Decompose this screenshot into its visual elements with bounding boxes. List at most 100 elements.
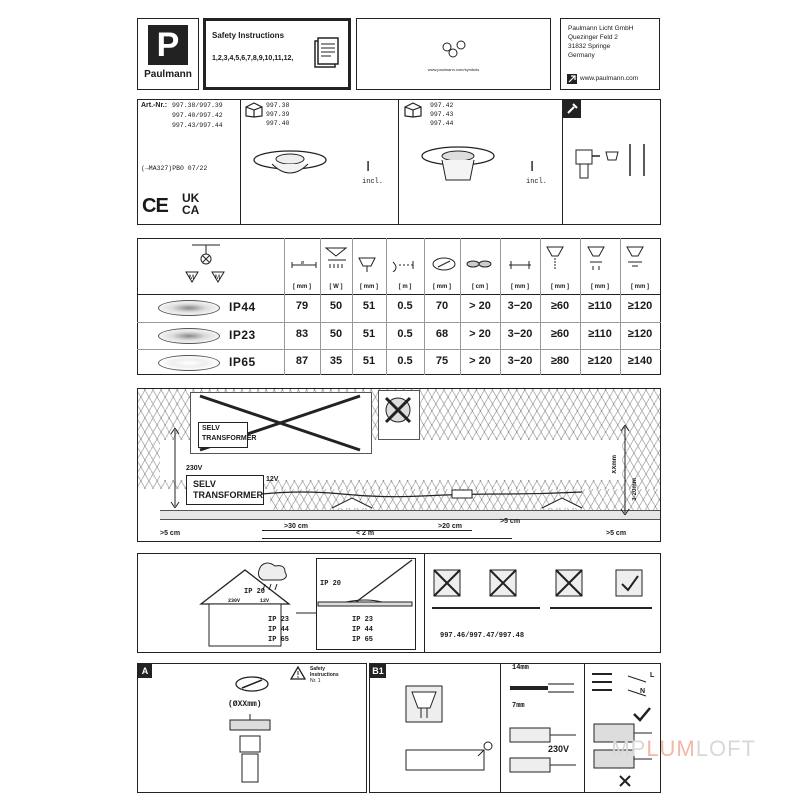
company-web: www.paulmann.com (580, 75, 639, 82)
watermark: MPLUMLOFT (611, 736, 756, 761)
unit-header: [ mm ] (591, 284, 609, 290)
table-cell: > 20 (469, 300, 491, 312)
unit-header: [ mm ] (293, 284, 311, 290)
table-cell: 50 (329, 300, 343, 312)
cutout-icon (432, 257, 456, 271)
table-cell: 68 (435, 328, 449, 340)
strip-wire-icon (510, 683, 574, 693)
terminal-block-icon (593, 723, 652, 787)
unit-header: [ mm ] (511, 284, 529, 290)
zone-ip20-detail: IP 20 (320, 580, 342, 588)
safety-languages: 1,2,3,4,5,6,7,8,9,10,11,12, (212, 55, 294, 62)
ip-rating-label: IP65 (229, 355, 256, 369)
document-icon (314, 37, 339, 68)
table-cell: 0.5 (397, 300, 413, 312)
table-cell: 51 (362, 355, 376, 367)
dist-2m: < 2 m (356, 530, 375, 537)
ip44-lamp-image (158, 300, 220, 316)
art-number-3: 997.43/997.44 (172, 122, 223, 129)
table-cell: ≥60 (550, 300, 570, 312)
table-cell: 0.5 (397, 355, 413, 367)
ip65-lamp-image (158, 355, 220, 371)
qty-a: I (366, 158, 371, 175)
safety-box: Safety Instructions 1,2,3,4,5,6,7,8,9,10… (203, 18, 351, 90)
downlight-tilt-icon (421, 146, 495, 181)
table-cell: ≥140 (627, 355, 653, 367)
downlight-fixed-icon (253, 150, 327, 174)
no-cover-icon (384, 396, 412, 424)
unit-header: [ mm ] (433, 284, 451, 290)
cable-arrows-icon (592, 673, 647, 697)
table-cell: ≥60 (550, 328, 570, 340)
company-country: Germany (568, 52, 595, 59)
table-cell: ≥110 (588, 300, 612, 312)
web-icon (567, 74, 577, 84)
table-cell: 79 (295, 300, 309, 312)
zone-list-b-1: IP 23 (352, 616, 374, 624)
clearance-3-icon (626, 246, 644, 267)
step-b1-label: B1 (370, 664, 386, 678)
table-cell: 35 (329, 355, 343, 367)
table-cell: 51 (362, 328, 376, 340)
safety-small: Safety Instructions (310, 666, 339, 678)
variant-b-2: 997.43 (430, 111, 454, 118)
lamp-watt-icon (324, 247, 348, 268)
strip-14mm: 14mm (512, 664, 529, 672)
selv-box-lower: SELV TRANSFORMER (186, 475, 264, 505)
table-cell: ≥120 (627, 300, 653, 312)
unit-header: [ mm ] (551, 284, 569, 290)
art-label: Art.-Nr.: (141, 102, 168, 109)
tools-icon (567, 103, 578, 114)
spacing-icon (466, 260, 492, 268)
box-icon (245, 102, 263, 118)
spec-table (137, 238, 661, 375)
table-cell: ≥110 (588, 328, 612, 340)
brand-box: P Paulmann (137, 18, 199, 90)
zone-list-a-2: IP 44 (268, 626, 290, 634)
vertical-arrow-left-icon (170, 428, 180, 508)
ceiling-hole-icon (235, 676, 269, 692)
driver-icon (405, 741, 493, 771)
table-cell: 0.5 (397, 328, 413, 340)
zone-list-b-2: IP 44 (352, 626, 374, 634)
selv-label-lower: SELV (193, 479, 216, 489)
product-panel (137, 99, 661, 225)
ukca-mark-bottom: CA (182, 203, 200, 217)
drill-icon (575, 144, 645, 179)
zone-detail-roof-icon (317, 559, 413, 607)
table-cell: 87 (295, 355, 309, 367)
table-cell: > 20 (469, 328, 491, 340)
ceiling-board (160, 510, 660, 520)
vertical-arrow-right-icon (620, 425, 630, 515)
table-cell: 3−20 (507, 328, 533, 340)
table-cell: 75 (435, 355, 449, 367)
xxmm-label: XXmm (612, 455, 618, 474)
zone-list-b-3: IP 65 (352, 636, 374, 644)
table-cell: 3−20 (507, 355, 533, 367)
unit-header: [ cm ] (471, 284, 488, 290)
check-icon (633, 707, 651, 722)
variant-b-3: 997.44 (430, 120, 454, 127)
symbols-box: www.paulmann.com/symbols (356, 18, 551, 90)
qty-b: I (530, 158, 535, 175)
table-cell: ≥80 (550, 355, 570, 367)
company-box: Paulmann Licht GmbH Quezinger Feld 2 318… (560, 18, 660, 90)
zone-list-a-3: IP 65 (268, 636, 290, 644)
variant-b-1: 997.42 (430, 102, 454, 109)
terminal-icon (509, 727, 576, 773)
company-street: Quezinger Feld 2 (568, 34, 618, 41)
strip-7mm: 7mm (512, 702, 525, 710)
ip23-lamp-image (158, 328, 220, 344)
drill-step-icon (229, 714, 271, 783)
company-name: Paulmann Licht GmbH (568, 25, 634, 32)
clearance-1-icon (546, 246, 564, 270)
selv-label-upper: SELV (202, 425, 220, 432)
bore-diameter: (ØXXmm) (228, 700, 262, 709)
step-b1-panel (369, 663, 661, 793)
step-a-panel (137, 663, 367, 793)
table-cell: ≥120 (627, 328, 653, 340)
symbols-website: www.paulmann.com/symbols (427, 67, 480, 72)
dist-5cm-right: >5 cm (606, 530, 627, 537)
bulb-icon (405, 685, 443, 723)
ukca-mark-top: UK (182, 191, 200, 205)
